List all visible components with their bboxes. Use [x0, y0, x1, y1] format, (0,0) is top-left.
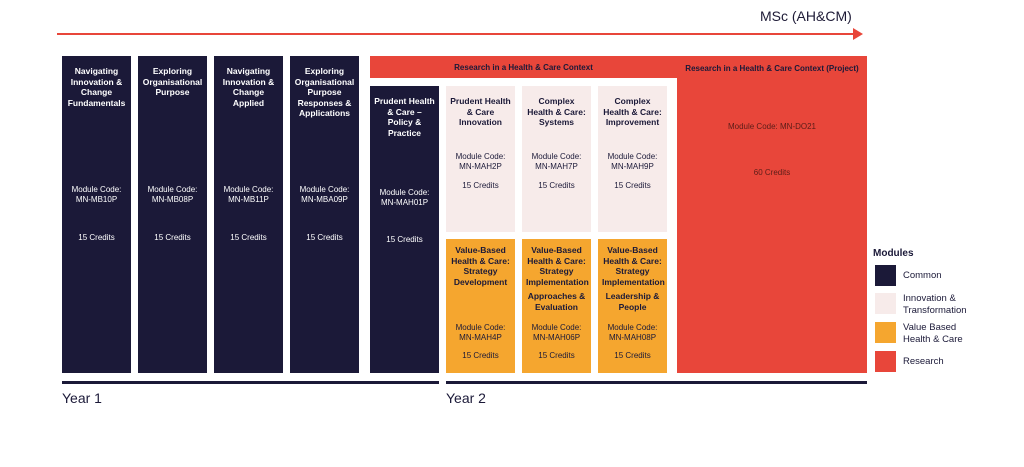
legend-swatch-research — [875, 351, 896, 372]
module-credits: 15 Credits — [386, 235, 423, 244]
module-code: Module Code: MN-MAH7P — [531, 152, 582, 171]
module-credits: 15 Credits — [78, 233, 115, 242]
module-card-year1-3: Navigating Innovation & Change Applied M… — [214, 56, 283, 373]
module-subtitle: Approaches & Evaluation — [527, 291, 586, 312]
module-card-value-3: Value-Based Health & Care: Strategy Impl… — [598, 239, 667, 373]
module-credits: 15 Credits — [538, 181, 575, 190]
module-card-year1-4: Exploring Organisational Purpose Respons… — [290, 56, 359, 373]
module-title: Complex Health & Care: Improvement — [603, 96, 662, 127]
module-title: Exploring Organisational Purpose Respons… — [294, 66, 355, 118]
program-label: MSc (AH&CM) — [760, 8, 852, 24]
module-code: Module Code: MN-MAH4P — [455, 323, 506, 342]
legend-label-innovation: Innovation & Transformation — [903, 293, 967, 316]
module-credits: 15 Credits — [306, 233, 343, 242]
year1-label: Year 1 — [62, 390, 102, 406]
module-code: Module Code: MN-MAH08P — [607, 323, 658, 342]
year2-label: Year 2 — [446, 390, 486, 406]
legend-title: Modules — [873, 248, 914, 259]
research-band-label: Research in a Health & Care Context — [454, 63, 593, 72]
module-credits: 15 Credits — [614, 181, 651, 190]
module-code: Module Code: MN-MB10P — [71, 185, 122, 204]
module-card-research-project: Research in a Health & Care Context (Pro… — [677, 56, 867, 373]
module-code: Module Code: MN-MAH01P — [379, 188, 430, 207]
module-code: Module Code: MN-MAH2P — [455, 152, 506, 171]
module-credits: 15 Credits — [230, 233, 267, 242]
module-credits: 60 Credits — [753, 168, 791, 177]
module-card-year1-1: Navigating Innovation & Change Fundament… — [62, 56, 131, 373]
module-title: Value-Based Health & Care: Strategy Deve… — [451, 245, 510, 287]
module-credits: 15 Credits — [154, 233, 191, 242]
module-title: Prudent Health & Care Innovation — [450, 96, 511, 127]
legend-swatch-value — [875, 322, 896, 343]
module-card-innovation-2: Complex Health & Care: Systems Module Co… — [522, 86, 591, 232]
module-code: Module Code: MN-MAH9P — [607, 152, 658, 171]
module-title: Exploring Organisational Purpose — [142, 66, 203, 97]
module-code: Module Code: MN-MB08P — [147, 185, 198, 204]
module-code: Module Code: MN-DO21 — [727, 122, 817, 131]
module-card-innovation-1: Prudent Health & Care Innovation Module … — [446, 86, 515, 232]
year1-timeline-bar — [62, 381, 439, 384]
module-subtitle: Leadership & People — [605, 291, 660, 312]
module-title: Navigating Innovation & Change Applied — [222, 66, 275, 108]
module-title: Navigating Innovation & Change Fundament… — [67, 66, 126, 108]
arrow-right-icon — [853, 28, 863, 40]
module-code: Module Code: MN-MBA09P — [299, 185, 350, 204]
module-card-innovation-3: Complex Health & Care: Improvement Modul… — [598, 86, 667, 232]
module-title: Value-Based Health & Care: Strategy Impl… — [602, 245, 665, 287]
module-code: Module Code: MN-MB11P — [223, 185, 274, 204]
module-title: Research in a Health & Care Context (Pro… — [685, 64, 859, 73]
module-code: Module Code: MN-MAH06P — [531, 323, 582, 342]
module-title: Prudent Health & Care – Policy & Practic… — [374, 96, 435, 138]
module-card-value-2: Value-Based Health & Care: Strategy Impl… — [522, 239, 591, 373]
year2-timeline-bar — [446, 381, 867, 384]
module-title: Value-Based Health & Care: Strategy Impl… — [526, 245, 589, 287]
legend-label-research: Research — [903, 356, 944, 367]
module-credits: 15 Credits — [462, 181, 499, 190]
progression-arrow-line — [57, 33, 855, 35]
legend-swatch-innovation — [875, 293, 896, 314]
research-band: Research in a Health & Care Context — [370, 56, 677, 78]
module-title: Complex Health & Care: Systems — [527, 96, 586, 127]
module-credits: 15 Credits — [614, 351, 651, 360]
module-card-value-1: Value-Based Health & Care: Strategy Deve… — [446, 239, 515, 373]
legend-label-common: Common — [903, 270, 942, 281]
module-credits: 15 Credits — [462, 351, 499, 360]
legend-swatch-common — [875, 265, 896, 286]
module-card-year2-common: Prudent Health & Care – Policy & Practic… — [370, 86, 439, 373]
legend-label-value: Value Based Health & Care — [903, 322, 963, 345]
module-credits: 15 Credits — [538, 351, 575, 360]
module-card-year1-2: Exploring Organisational Purpose Module … — [138, 56, 207, 373]
